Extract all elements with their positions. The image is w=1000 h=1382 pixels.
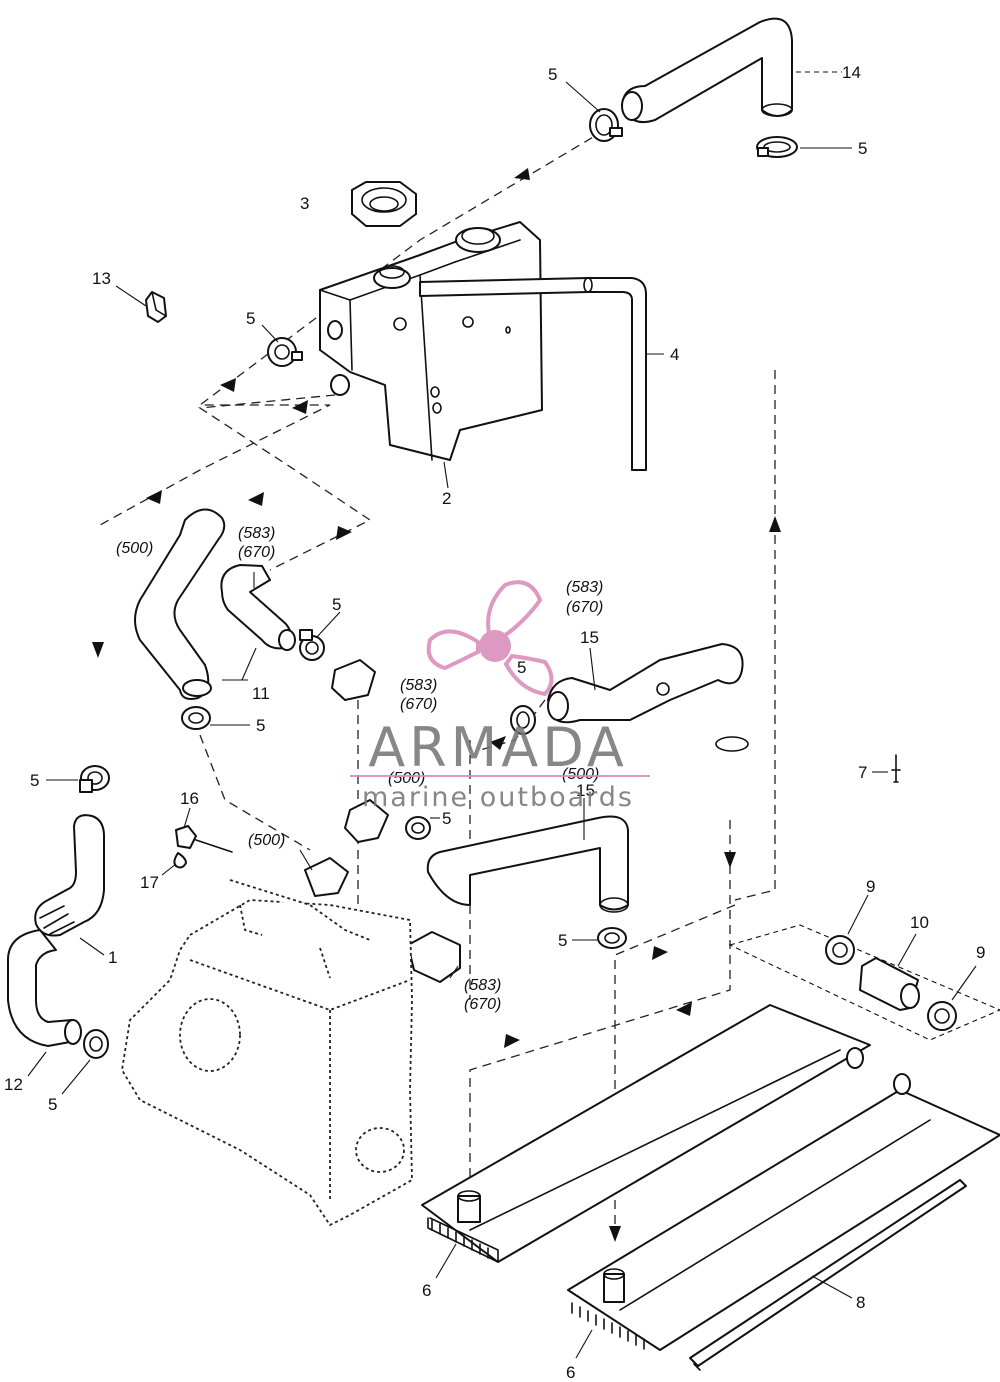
- callout-10: 10: [910, 913, 929, 932]
- elbow-500: [304, 857, 349, 897]
- clamp-hose-12: [83, 1029, 109, 1059]
- flow-arrow: [769, 516, 781, 532]
- clamp-tank: [267, 337, 303, 367]
- flow-arrow: [652, 946, 668, 960]
- callout-5e: 5: [256, 716, 265, 735]
- clamp-hose-15: [510, 705, 536, 735]
- callout-11: 11: [252, 684, 270, 703]
- callout-5i: 5: [558, 931, 567, 950]
- flow-arrow: [92, 642, 104, 658]
- callout-5c: 5: [246, 309, 255, 328]
- callout-17: 17: [140, 873, 159, 892]
- callout-5j: 5: [48, 1095, 57, 1114]
- hose-10: [859, 957, 920, 1011]
- callout-5a: 5: [548, 65, 557, 84]
- clamp-left-5: [79, 765, 110, 793]
- clamp-top-right: [756, 136, 798, 158]
- flow-arrow: [514, 168, 530, 180]
- model-670-b: (670): [566, 599, 603, 616]
- plug-13: [145, 291, 167, 323]
- clamp-hose-500-bottom: [181, 706, 211, 730]
- model-583-b: (583): [566, 579, 603, 596]
- fitting-583: [407, 931, 461, 983]
- hose-15-upper: [547, 643, 749, 752]
- flow-arrow: [292, 400, 308, 414]
- callout-12: 12: [4, 1075, 23, 1094]
- model-500-low: (500): [248, 832, 285, 849]
- callout-14: 14: [842, 63, 861, 82]
- clamp-lower-15: [597, 927, 627, 949]
- fitting-500: [344, 799, 389, 843]
- model-500-right: (500): [562, 766, 599, 783]
- model-500-mid: (500): [388, 770, 425, 787]
- armada-watermark: ARMADA marine outboards: [350, 580, 650, 813]
- callout-5h: 5: [442, 809, 451, 828]
- callout-6b: 6: [566, 1363, 575, 1382]
- model-670-a: (670): [238, 544, 275, 561]
- callout-5b: 5: [858, 139, 867, 158]
- leader-lines: [27, 71, 977, 1359]
- callout-6a: 6: [422, 1281, 431, 1300]
- clamp-top-left: [589, 108, 623, 142]
- clamp-mid-1: [299, 629, 325, 661]
- seal-strip-8: [689, 1179, 967, 1371]
- hose-15-lower: [426, 815, 629, 913]
- callout-4: 4: [670, 345, 679, 364]
- hose-500-left: [134, 508, 226, 700]
- heat-exchanger-6-upper: [421, 1004, 871, 1263]
- callout-15a: 15: [580, 628, 599, 647]
- flow-arrow: [504, 1034, 520, 1048]
- heat-exchanger-6-lower: [567, 1073, 1000, 1351]
- callout-5d: 5: [332, 595, 341, 614]
- flow-arrow: [490, 736, 506, 750]
- flow-arrow: [609, 1226, 621, 1242]
- flow-arrow: [676, 1002, 692, 1016]
- callout-15b: 15: [576, 781, 595, 800]
- flow-arrow: [336, 526, 352, 540]
- callout-13: 13: [92, 269, 111, 288]
- bracket-panel: [728, 924, 1000, 1041]
- clamp-center: [405, 816, 431, 840]
- hose-14: [621, 17, 793, 124]
- callout-9b: 9: [976, 943, 985, 962]
- hose-1: [34, 814, 105, 937]
- bleed-screw-16: [175, 825, 233, 853]
- callout-1: 1: [108, 948, 117, 967]
- clamp-9-right: [927, 1001, 957, 1031]
- t-fitting-1: [331, 659, 376, 701]
- hose-12: [7, 929, 82, 1047]
- flow-arrow: [248, 492, 264, 506]
- callout-16: 16: [180, 789, 199, 808]
- coolant-tank-2: [319, 221, 543, 461]
- engine-block: [121, 879, 413, 1227]
- watermark-brand: ARMADA: [368, 716, 628, 779]
- model-670-c: (670): [400, 696, 437, 713]
- pressure-cap-3: [351, 181, 417, 227]
- clip-7: [891, 754, 901, 783]
- callout-5f: 5: [30, 771, 39, 790]
- callout-9a: 9: [866, 877, 875, 896]
- callout-7: 7: [858, 763, 867, 782]
- model-583-d: (583): [464, 977, 501, 994]
- callout-numbers: 1 2 3 4 5 5 5 5 5 5 5 5 5 5 6 6 7 8 9 9 …: [4, 63, 985, 1382]
- model-labels: (500) (583) (670) (583) (670) (583) (670…: [116, 525, 603, 1013]
- callout-2: 2: [442, 489, 451, 508]
- flow-arrow: [220, 378, 236, 392]
- callout-3: 3: [300, 194, 309, 213]
- model-500-left: (500): [116, 540, 153, 557]
- propeller-logo: [426, 580, 554, 697]
- flow-arrow: [146, 490, 162, 504]
- watermark-tagline: marine outboards: [362, 782, 634, 813]
- model-583-c: (583): [400, 677, 437, 694]
- callout-8: 8: [856, 1293, 865, 1312]
- model-583-a: (583): [238, 525, 275, 542]
- hose-11: [220, 564, 296, 651]
- model-670-d: (670): [464, 996, 501, 1013]
- drop-17: [173, 852, 187, 869]
- flow-arrow: [724, 852, 736, 868]
- overflow-hose-4: [419, 277, 647, 471]
- callout-5g: 5: [517, 658, 526, 677]
- clamp-9-left: [825, 935, 855, 965]
